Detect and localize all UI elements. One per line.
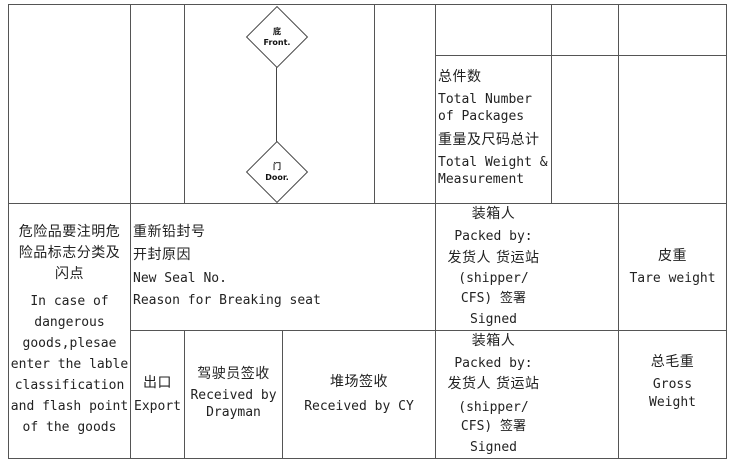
grid-line-row2 <box>130 330 726 331</box>
grid-line-col3 <box>282 330 283 459</box>
dangerous-en-2: dangerous <box>34 315 105 330</box>
total-packages-en-2: of Packages <box>438 109 525 124</box>
grid-line-col7 <box>618 4 619 459</box>
door-label-cn: 门 <box>273 162 281 171</box>
dangerous-en-4: enter the lable <box>10 357 129 372</box>
dangerous-en-7: of the goods <box>22 420 117 435</box>
breaking-reason-en: Reason for Breaking seat <box>133 293 321 308</box>
tare-weight-cn: 皮重 <box>658 248 687 264</box>
drayman-cn: 驾驶员签收 <box>197 366 270 382</box>
new-seal-cn: 重新铅封号 <box>133 224 206 240</box>
drayman-en-1: Received by <box>190 388 277 403</box>
drayman-en-2: Drayman <box>206 405 261 420</box>
new-seal-en: New Seal No. <box>133 271 227 286</box>
packed-upper-en-1: Packed by: <box>454 229 533 244</box>
grid-line-left <box>8 4 9 459</box>
tare-weight-en: Tare weight <box>629 271 716 286</box>
received-cy-cn: 堆场签收 <box>330 374 388 390</box>
packed-lower-en-1: Packed by: <box>454 356 533 371</box>
packed-lower-cn-1: 装箱人 <box>471 333 516 349</box>
dangerous-cn-3: 闪点 <box>55 266 84 282</box>
front-label-en: Front. <box>263 38 291 47</box>
total-weight-en-2: Measurement <box>438 172 525 187</box>
total-weight-cn: 重量及尺码总计 <box>438 132 540 148</box>
grid-line-col6 <box>551 4 552 204</box>
packed-lower-cn-2: 发货人 货运站 <box>447 376 540 392</box>
front-label-cn: 底 <box>273 27 281 36</box>
grid-line-right <box>726 4 727 459</box>
grid-line-bottom <box>8 458 726 459</box>
packed-upper-en-4: Signed <box>470 312 517 327</box>
export-cn: 出口 <box>143 375 172 391</box>
grid-line-col5 <box>435 4 436 459</box>
grid-line-row1 <box>8 203 726 204</box>
diagram-connector-line <box>276 62 277 167</box>
packed-upper-cn-1: 装箱人 <box>471 206 516 222</box>
breaking-reason-cn: 开封原因 <box>133 247 191 263</box>
received-cy-en: Received by CY <box>304 399 414 414</box>
dangerous-en-3: goods,plesae <box>22 336 117 351</box>
grid-line-right-upper <box>435 55 726 56</box>
dangerous-en-1: In case of <box>30 294 109 309</box>
door-label-en: Door. <box>265 173 289 182</box>
gross-weight-en-2: Weight <box>649 395 696 410</box>
dangerous-en-6: and flash point <box>10 399 129 414</box>
grid-line-col4 <box>374 4 375 204</box>
packed-upper-en-3: CFS) 签署 <box>460 291 527 306</box>
dangerous-cn-1: 危险品要注明危 <box>18 224 121 240</box>
packed-lower-en-3: CFS) 签署 <box>460 419 527 434</box>
dangerous-en-5: classification <box>14 378 125 393</box>
packed-lower-en-4: Signed <box>470 440 517 455</box>
door-diamond <box>245 140 309 204</box>
gross-weight-en-1: Gross <box>652 377 693 392</box>
export-en: Export <box>134 399 181 414</box>
packed-upper-en-2: (shipper/ <box>458 271 529 286</box>
grid-line-col2b <box>184 330 185 459</box>
total-packages-cn: 总件数 <box>438 69 482 85</box>
grid-line-col1 <box>130 4 131 459</box>
dangerous-cn-2: 险品标志分类及 <box>18 245 121 261</box>
packed-lower-en-2: (shipper/ <box>458 400 529 415</box>
grid-line-top <box>8 4 726 5</box>
grid-line-col2a <box>184 4 185 204</box>
total-weight-en-1: Total Weight & <box>438 155 548 170</box>
front-diamond <box>245 5 309 69</box>
gross-weight-cn: 总毛重 <box>650 354 695 370</box>
packed-upper-cn-2: 发货人 货运站 <box>447 250 540 266</box>
total-packages-en-1: Total Number <box>438 92 532 107</box>
